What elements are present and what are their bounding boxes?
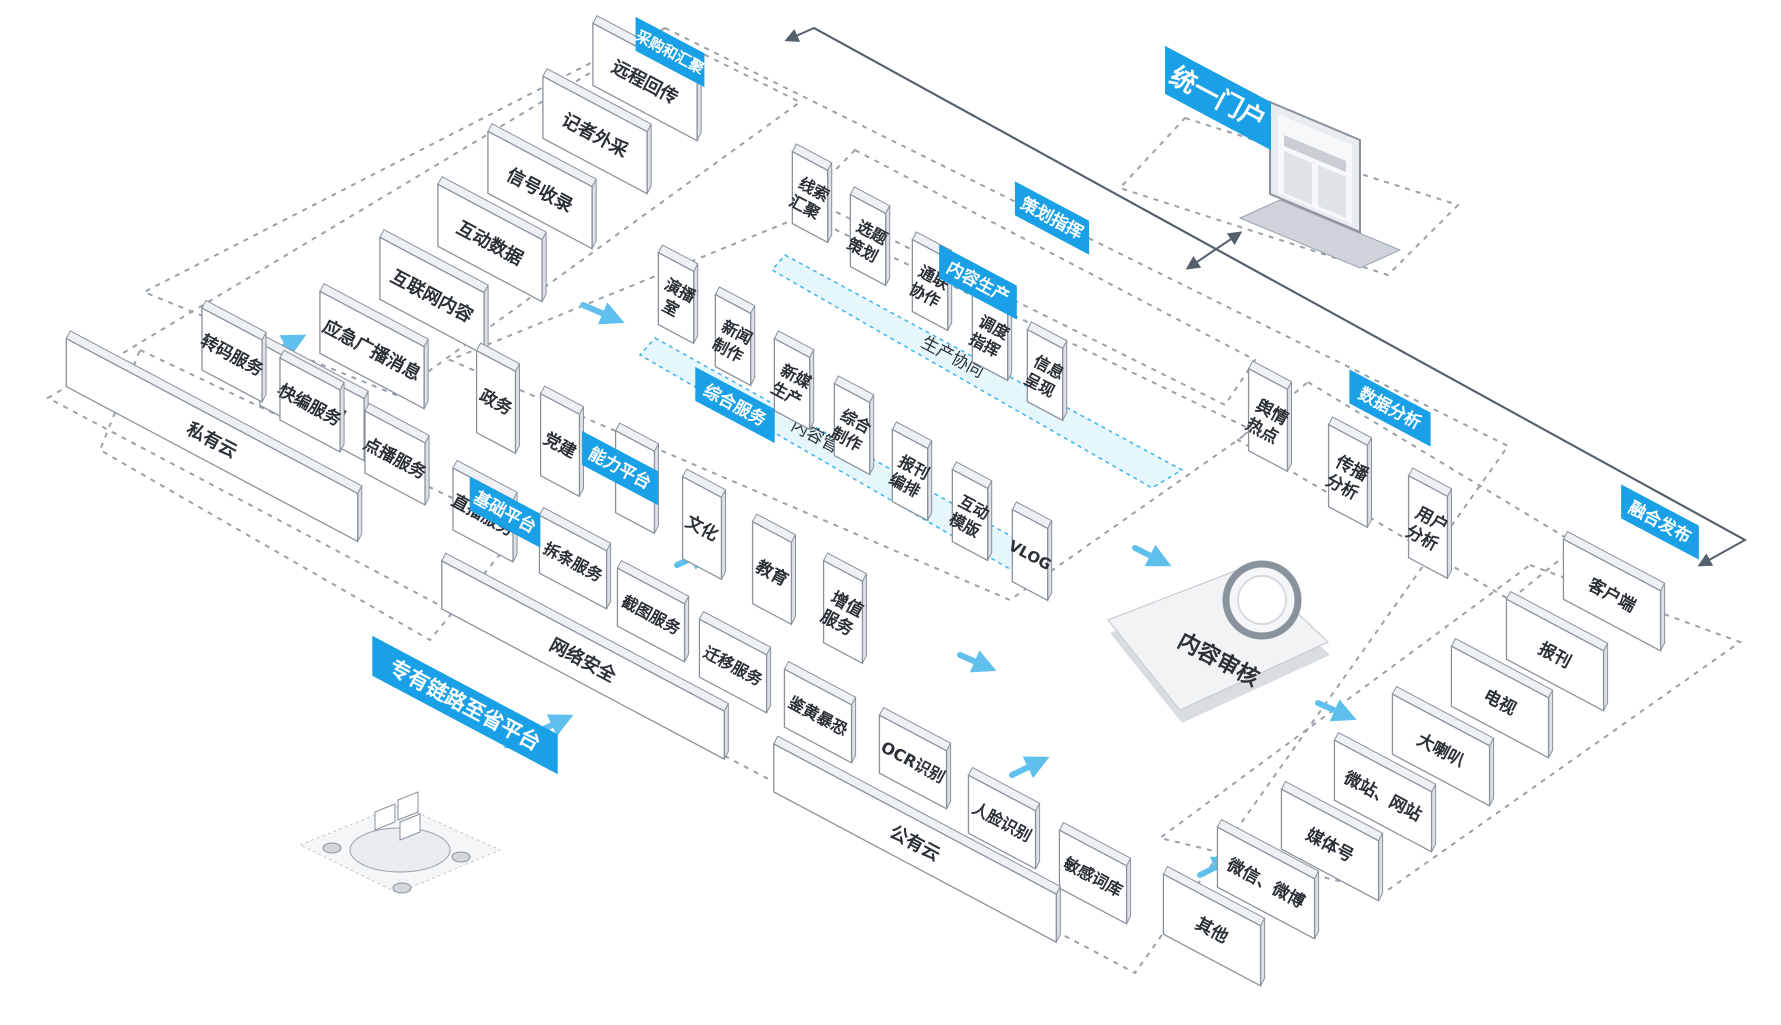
ability-card: 鉴黄暴恐 bbox=[783, 660, 857, 764]
ability-card: 迁移服务 bbox=[698, 610, 772, 714]
portal-link-arrow bbox=[1185, 231, 1243, 270]
clouds-card: 公有云 bbox=[773, 735, 1061, 944]
ability-card: 截图服务 bbox=[616, 559, 690, 663]
flow-arrow bbox=[1315, 699, 1357, 722]
band-production-collab bbox=[770, 254, 1184, 489]
plan-card: 选题策划 bbox=[843, 186, 891, 287]
services-card: 文化 bbox=[682, 468, 727, 581]
collect-card: 互联网内容 bbox=[379, 228, 489, 356]
plan-card: 线索汇聚 bbox=[786, 143, 833, 244]
tag-ronghe_fabu: 融合发布 bbox=[1621, 484, 1699, 560]
collect-card: 互动数据 bbox=[437, 175, 547, 303]
services-card: 增值服务 bbox=[817, 552, 868, 665]
services-card: 政务 bbox=[476, 342, 521, 455]
services-card: 教育 bbox=[751, 513, 797, 626]
base_left-card: 点播服务 bbox=[360, 402, 431, 507]
flow-arrow bbox=[1009, 756, 1050, 779]
ability-card: OCR识别 bbox=[878, 706, 952, 810]
base-region bbox=[98, 348, 522, 642]
tag-cehua: 策划指挥 bbox=[1014, 181, 1090, 255]
produce-card: 新闻制作 bbox=[709, 286, 756, 387]
content-review: 内容审核 bbox=[1107, 560, 1330, 723]
flow-arrow bbox=[580, 302, 625, 325]
collect-card: 信号收录 bbox=[487, 122, 597, 250]
tag-zonghe_fuwu: 综合服务 bbox=[695, 366, 775, 444]
flow-arrow bbox=[957, 650, 997, 673]
publish-card: 媒体号 bbox=[1280, 780, 1384, 902]
publish-card: 报刊 bbox=[1505, 590, 1609, 712]
produce-card: 互动模版 bbox=[946, 461, 993, 562]
portal-region bbox=[1118, 116, 1460, 277]
base_left-card: 快编服务 bbox=[275, 349, 346, 454]
clouds-card: 私有云 bbox=[65, 330, 363, 543]
analysis-card: 用户分析 bbox=[1402, 467, 1453, 580]
collect-card: 记者外采 bbox=[542, 67, 652, 195]
ability-card: 拆条服务 bbox=[538, 506, 612, 610]
plan-card: 信息呈现 bbox=[1021, 321, 1068, 422]
collect-region bbox=[141, 28, 802, 397]
base_left-card: 转码服务 bbox=[197, 299, 268, 404]
tag-portal: 统一门户 bbox=[1165, 45, 1271, 151]
monitor-icon bbox=[1238, 100, 1402, 269]
publish-card: 其他 bbox=[1162, 865, 1266, 987]
produce-card: VLOG bbox=[1005, 501, 1054, 602]
ability-card: 敏感词库 bbox=[1058, 821, 1132, 925]
tag-label: 专有链路至省平台 bbox=[385, 655, 545, 755]
magnifier-icon bbox=[1222, 560, 1302, 640]
portal-to-publish-arrow bbox=[813, 27, 1748, 567]
publish-card: 大喇叭 bbox=[1391, 685, 1495, 807]
publish-card: 客户端 bbox=[1562, 530, 1666, 652]
analysis-card: 舆情热点 bbox=[1242, 360, 1293, 473]
services-card: 党建 bbox=[540, 385, 585, 498]
publish-card: 电视 bbox=[1450, 637, 1554, 759]
produce-card: 演播室 bbox=[657, 244, 699, 345]
plan-card-label: 信息呈现 bbox=[1021, 352, 1068, 401]
produce-card: 新媒生产 bbox=[768, 330, 815, 431]
clouds-card: 网络安全 bbox=[441, 552, 729, 761]
analysis-card: 传播分析 bbox=[1322, 416, 1373, 529]
produce-card: 综合制作 bbox=[828, 375, 875, 476]
outer-platform-region bbox=[45, 26, 1510, 975]
produce-region bbox=[447, 213, 1254, 602]
server-cluster-icon bbox=[298, 791, 502, 894]
flow-arrow bbox=[1132, 544, 1172, 567]
ability-card: 人脸识别 bbox=[967, 766, 1041, 870]
produce-card: 报刊编排 bbox=[886, 421, 933, 522]
